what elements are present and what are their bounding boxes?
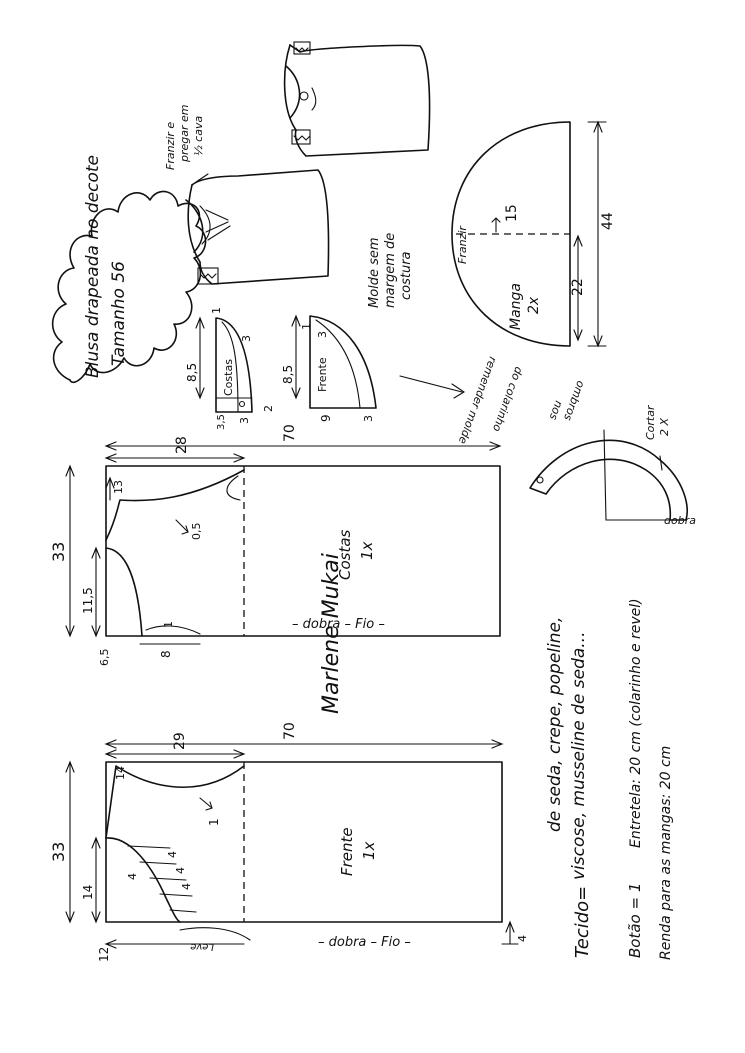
frente-facing-dim-1: 1 <box>300 323 313 330</box>
frente-dim-14b: 14 <box>114 766 127 780</box>
costas-dim-28: 28 <box>174 436 190 454</box>
garment-sketch-front <box>185 169 330 285</box>
frente-dim-4b: 4 <box>174 867 187 874</box>
frente-dim-1: 1 <box>207 818 221 826</box>
costas-piece: 70 28 33 11,5 13 0,5 6,5 8 1 Costas 1x –… <box>49 424 502 667</box>
costas-facing-dim-2: 2 <box>262 405 275 412</box>
costas-dim-115: 11,5 <box>81 587 95 614</box>
costas-dim-1: 1 <box>162 621 175 628</box>
collar-note3: nos <box>546 399 565 422</box>
collar-cortar-qty: 2 X <box>658 418 671 436</box>
manga-label: Manga <box>508 283 524 330</box>
molde-note-line3: costura <box>399 251 414 300</box>
collar-dobra: dobra <box>664 514 696 527</box>
costas-dim-65: 6,5 <box>98 649 111 667</box>
frente-dim-70: 70 <box>282 722 298 740</box>
frente-dim-29: 29 <box>172 732 188 750</box>
costas-dobra-fio: – dobra – Fio – <box>292 617 385 632</box>
frente-dobra-fio: – dobra – Fio – <box>318 935 411 950</box>
frente-dim-33: 33 <box>49 842 68 862</box>
frente-dim-14a: 14 <box>81 885 95 900</box>
botao-note: Botão = 1 <box>626 883 644 958</box>
molde-note: Molde sem margem de costura <box>367 233 414 308</box>
frente-qty: 1x <box>360 841 378 860</box>
title-line2: Tamanho 56 <box>109 261 129 366</box>
frente-facing-dim-3b: 3 <box>362 415 375 422</box>
frente-dim-12: 12 <box>97 947 111 962</box>
frente-facing-dim-9: 9 <box>319 414 333 422</box>
costas-facing-dim-35: 3,5 <box>216 414 227 430</box>
molde-note-line2: margem de <box>383 233 398 308</box>
sketch-note-line1: Franzir e <box>164 122 177 170</box>
frente-facing-dim-3a: 3 <box>316 331 329 338</box>
frente-facing-dim-85: 8,5 <box>281 365 295 384</box>
costas-facing-piece: Costas 8,5 3,5 3 3 1 2 <box>185 307 275 430</box>
tecido-line1: de seda, crepe, popeline, <box>545 617 565 832</box>
costas-dim-13: 13 <box>112 480 125 494</box>
manga-piece: 44 22 15 Manga 2x Franzir <box>451 120 616 348</box>
frente-dim-4d: 4 <box>126 873 139 880</box>
title-line1: Blusa drapeada no decote <box>83 155 103 378</box>
frente-dim-4bottom: 4 <box>516 935 529 942</box>
costas-facing-dim-3b: 3 <box>238 417 251 424</box>
pointer-arrow <box>399 375 463 393</box>
frente-label: Frente <box>338 827 356 876</box>
frente-dim-4a: 4 <box>166 851 179 858</box>
manga-franzir: Franzir <box>456 225 469 264</box>
frente-facing-label: Frente <box>316 357 329 392</box>
costas-facing-dim-3a: 3 <box>240 335 253 342</box>
costas-facing-label: Costas <box>222 359 235 396</box>
renda-note: Renda para as mangas: 20 cm <box>658 746 674 960</box>
collar-piece: Cortar 2 X dobra remender molde do colar… <box>456 355 697 527</box>
tecido-line2: viscose, musseline de seda... <box>569 632 589 881</box>
manga-dim-22: 22 <box>570 278 586 296</box>
costas-qty: 1x <box>358 541 376 560</box>
collar-note4: ombros <box>561 379 587 423</box>
entretela-note: Entretela: 20 cm (colarinho e revel) <box>628 598 644 848</box>
signature: Marlene Mukai <box>319 553 344 714</box>
frente-leve: Leve <box>190 941 214 952</box>
costas-facing-dim-1: 1 <box>210 307 223 314</box>
manga-dim-15: 15 <box>504 204 520 222</box>
manga-qty: 2x <box>526 296 542 314</box>
sketch-note-line2: pregar em <box>178 105 191 164</box>
molde-note-line1: Molde sem <box>367 237 382 308</box>
costas-dim-05: 0,5 <box>190 523 203 541</box>
collar-note2: do colarinho <box>490 365 526 434</box>
costas-label: Costas <box>336 529 354 580</box>
title-cloud: Blusa drapeada no decote Tamanho 56 <box>51 155 207 384</box>
collar-note1: remender molde <box>456 355 500 446</box>
frente-piece: 70 29 33 14 14 12 4 4 4 4 1 4 Leve Frent… <box>49 722 529 962</box>
manga-dim-44: 44 <box>600 212 616 230</box>
costas-dim-8: 8 <box>159 650 173 658</box>
garment-sketch-back <box>283 41 431 157</box>
costas-dim-33: 33 <box>49 542 68 562</box>
collar-cortar: Cortar <box>644 404 657 440</box>
sketch-note-line3: ½ cava <box>192 116 205 156</box>
sketch-note: Franzir e pregar em ½ cava <box>164 105 205 171</box>
frente-dim-4c: 4 <box>180 883 193 890</box>
materials-notes: Tecido= de seda, crepe, popeline, viscos… <box>545 598 674 960</box>
costas-facing-dim-85: 8,5 <box>185 363 199 382</box>
frente-facing-piece: Frente 8,5 9 3 3 1 <box>281 314 377 422</box>
tecido-label: Tecido= <box>572 886 593 958</box>
costas-dim-70: 70 <box>282 424 298 442</box>
